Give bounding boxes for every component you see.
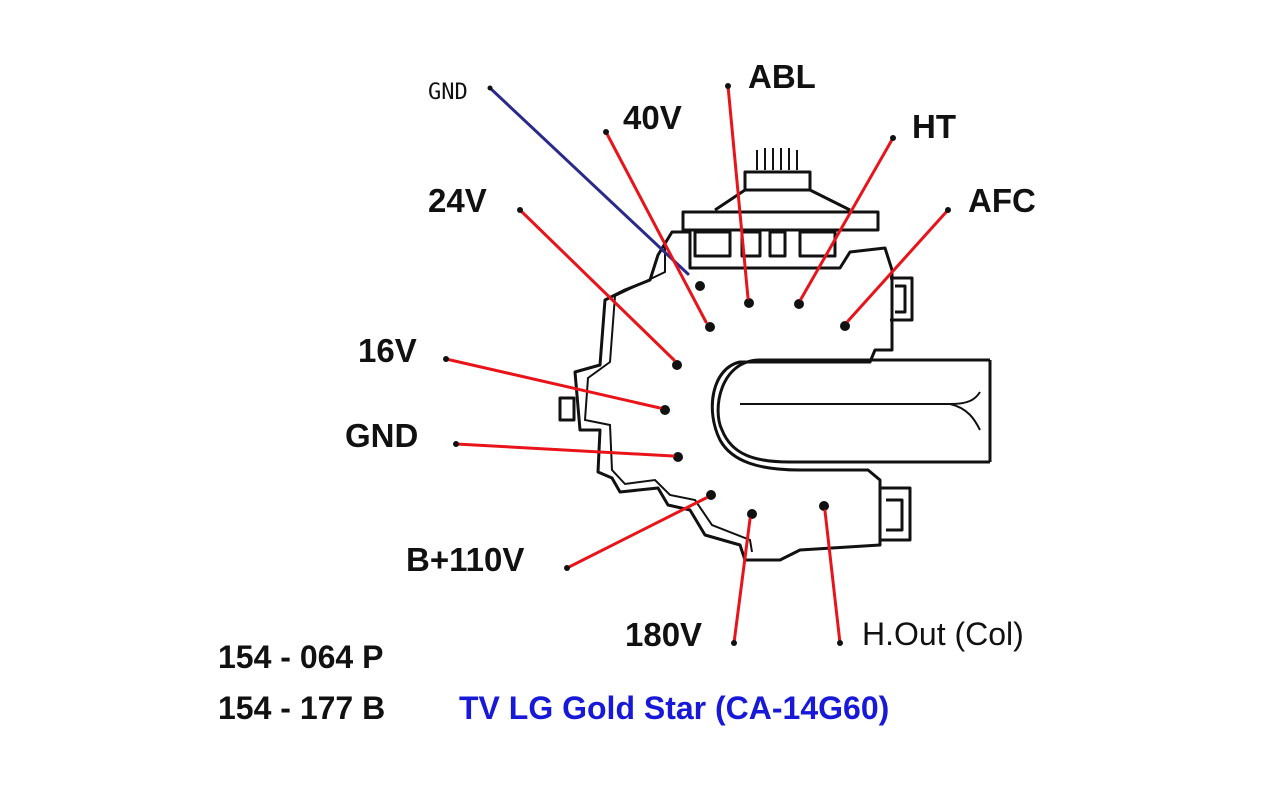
end-dot [443, 356, 449, 362]
end-dot [603, 129, 609, 135]
label-ht: HT [912, 108, 956, 145]
label-gnd-top: GND [428, 80, 468, 105]
end-dot [725, 83, 731, 89]
pin-dot [672, 360, 682, 370]
pin-dot [706, 490, 716, 500]
label-b110v: B+110V [406, 541, 524, 578]
pin-dot [794, 299, 804, 309]
leader-24v [518, 208, 676, 362]
pin-dot [673, 452, 683, 462]
end-dot [837, 640, 843, 646]
part-number: 154 - 064 P [218, 639, 383, 675]
label-180v: 180V [625, 616, 702, 653]
leader-afc [846, 208, 950, 323]
label-40v: 40V [623, 99, 682, 136]
leader-180v [732, 517, 752, 645]
label-16v: 16V [358, 332, 417, 369]
end-dot [890, 135, 896, 141]
pin-labels: GND 40V ABL HT 24V AFC 16V GND B+110V 18… [345, 58, 1036, 653]
leader-gnd-top [488, 86, 690, 276]
leader-40v [604, 130, 708, 324]
label-abl: ABL [748, 58, 816, 95]
pin-dot [695, 281, 705, 291]
end-dot [731, 640, 737, 646]
pin-dot [840, 321, 850, 331]
leader-b110v [565, 496, 708, 570]
end-dot [564, 565, 570, 571]
pin-dot [747, 509, 757, 519]
leader-abl [726, 84, 750, 300]
pin-dot [744, 298, 754, 308]
end-dot [487, 85, 493, 91]
label-gnd: GND [345, 417, 418, 454]
pin-dots [660, 281, 850, 519]
leader-hout [823, 509, 842, 645]
label-end-dots [443, 83, 951, 646]
leader-16v [444, 357, 662, 410]
label-24v: 24V [428, 182, 487, 219]
leader-lines [444, 84, 950, 645]
end-dot [453, 441, 459, 447]
leader-gnd [454, 442, 675, 458]
end-dot [945, 207, 951, 213]
label-hout: H.Out (Col) [862, 616, 1024, 652]
leader-ht [799, 136, 895, 301]
pin-dot [819, 501, 829, 511]
label-afc: AFC [968, 182, 1036, 219]
model-title: TV LG Gold Star (CA-14G60) [459, 690, 889, 726]
pin-dot [705, 322, 715, 332]
end-dot [517, 207, 523, 213]
pin-dot [660, 405, 670, 415]
part-number: 154 - 177 B [218, 690, 385, 726]
caption: 154 - 064 P 154 - 177 B TV LG Gold Star … [218, 639, 889, 726]
flyback-transformer-body [558, 148, 992, 562]
